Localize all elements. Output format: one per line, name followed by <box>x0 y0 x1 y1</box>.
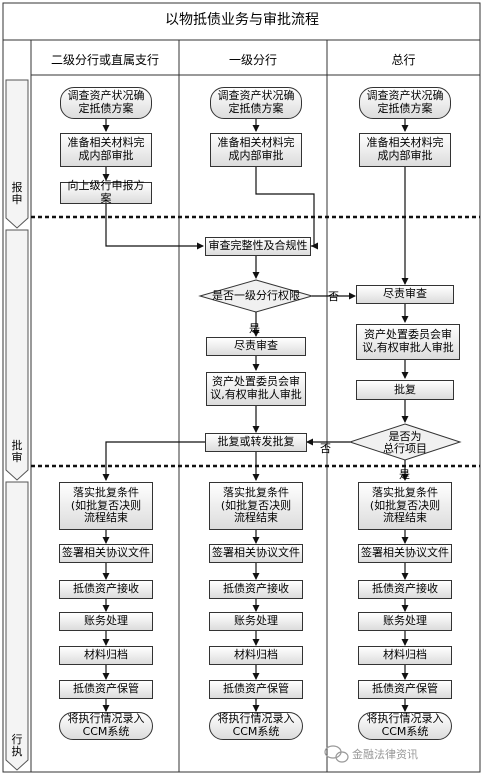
phase-label-execute: 行 执 <box>11 733 23 759</box>
col1-sign-agreements: 签署相关协议文件 <box>59 544 153 563</box>
col2-review-compliance: 审查完整性及合规性 <box>205 237 311 256</box>
col1-record-ccm-terminal: 将执行情况录入 CCM系统 <box>59 712 153 740</box>
col3-record-ccm-terminal: 将执行情况录入 CCM系统 <box>358 712 452 740</box>
col3-receive-assets: 抵债资产接收 <box>358 580 452 599</box>
col3-prepare-materials: 准备相关材料完 成内部审批 <box>359 133 451 167</box>
col2-prepare-materials: 准备相关材料完 成内部审批 <box>210 133 302 167</box>
col2-investigate-terminal: 调查资产状况确 定抵债方案 <box>210 87 302 119</box>
col2-due-diligence: 尽责审查 <box>206 337 306 356</box>
column-header-tier1-branch: 一级分行 <box>228 53 277 67</box>
col3-asset-custody: 抵债资产保管 <box>358 680 452 699</box>
col2-sign-agreements: 签署相关协议文件 <box>209 544 303 563</box>
col2-asset-custody: 抵债资产保管 <box>209 680 303 699</box>
col1-prepare-materials: 准备相关材料完 成内部审批 <box>60 133 152 167</box>
col3-decision-label: 是否为 总行项目 <box>383 430 427 456</box>
yes-label-authority: 是 <box>249 322 260 335</box>
phase-marker-execute <box>5 481 29 771</box>
col2-receive-assets: 抵债资产接收 <box>209 580 303 599</box>
col3-accounting: 账务处理 <box>358 612 452 631</box>
yes-label-head-office: 是 <box>399 468 410 481</box>
col3-investigate-terminal: 调查资产状况确 定抵债方案 <box>359 87 451 119</box>
phase-label-report: 报 申 <box>11 181 23 207</box>
no-label-head-office: 否 <box>320 442 331 455</box>
phase-marker-report <box>5 79 29 229</box>
watermark-text: 金融法律资讯 <box>352 748 418 761</box>
no-label-authority: 否 <box>328 290 339 303</box>
col1-accounting: 账务处理 <box>59 612 153 631</box>
phase-label-approve: 批 审 <box>11 439 23 465</box>
col3-reply: 批复 <box>356 380 454 400</box>
col1-receive-assets: 抵债资产接收 <box>59 580 153 599</box>
watermark-logo-icon <box>324 745 349 763</box>
col3-sign-agreements: 签署相关协议文件 <box>358 544 452 563</box>
col1-submit-plan: 向上级行申报方案 <box>60 180 152 205</box>
col3-implement-conditions: 落实批复条件 (如批复否决则 流程结束 <box>358 482 452 530</box>
column-header-sub-branch: 二级分行或直属支行 <box>50 53 159 67</box>
phase-marker-approve <box>5 229 29 481</box>
col1-asset-custody: 抵债资产保管 <box>59 680 153 699</box>
col3-archive-materials: 材料归档 <box>358 646 452 665</box>
col2-archive-materials: 材料归档 <box>209 646 303 665</box>
col2-implement-conditions: 落实批复条件 (如批复否决则 流程结束 <box>209 482 303 530</box>
col2-committee-review: 资产处置委员会审 议,有权审批人审批 <box>206 372 306 406</box>
col3-committee-review: 资产处置委员会审 议,有权审批人审批 <box>356 324 460 360</box>
col2-accounting: 账务处理 <box>209 612 303 631</box>
column-header-head-office: 总行 <box>391 53 416 67</box>
col1-investigate-terminal: 调查资产状况确 定抵债方案 <box>60 87 152 119</box>
col3-due-diligence: 尽责审查 <box>356 285 454 304</box>
col1-implement-conditions: 落实批复条件 (如批复否决则 流程结束 <box>59 482 153 530</box>
col2-decision-label: 是否一级分行权限 <box>212 289 300 302</box>
col2-reply-forward: 批复或转发批复 <box>205 433 307 452</box>
col2-record-ccm-terminal: 将执行情况录入 CCM系统 <box>209 712 303 740</box>
col1-archive-materials: 材料归档 <box>59 646 153 665</box>
page-title: 以物抵债业务与审批流程 <box>165 12 319 28</box>
